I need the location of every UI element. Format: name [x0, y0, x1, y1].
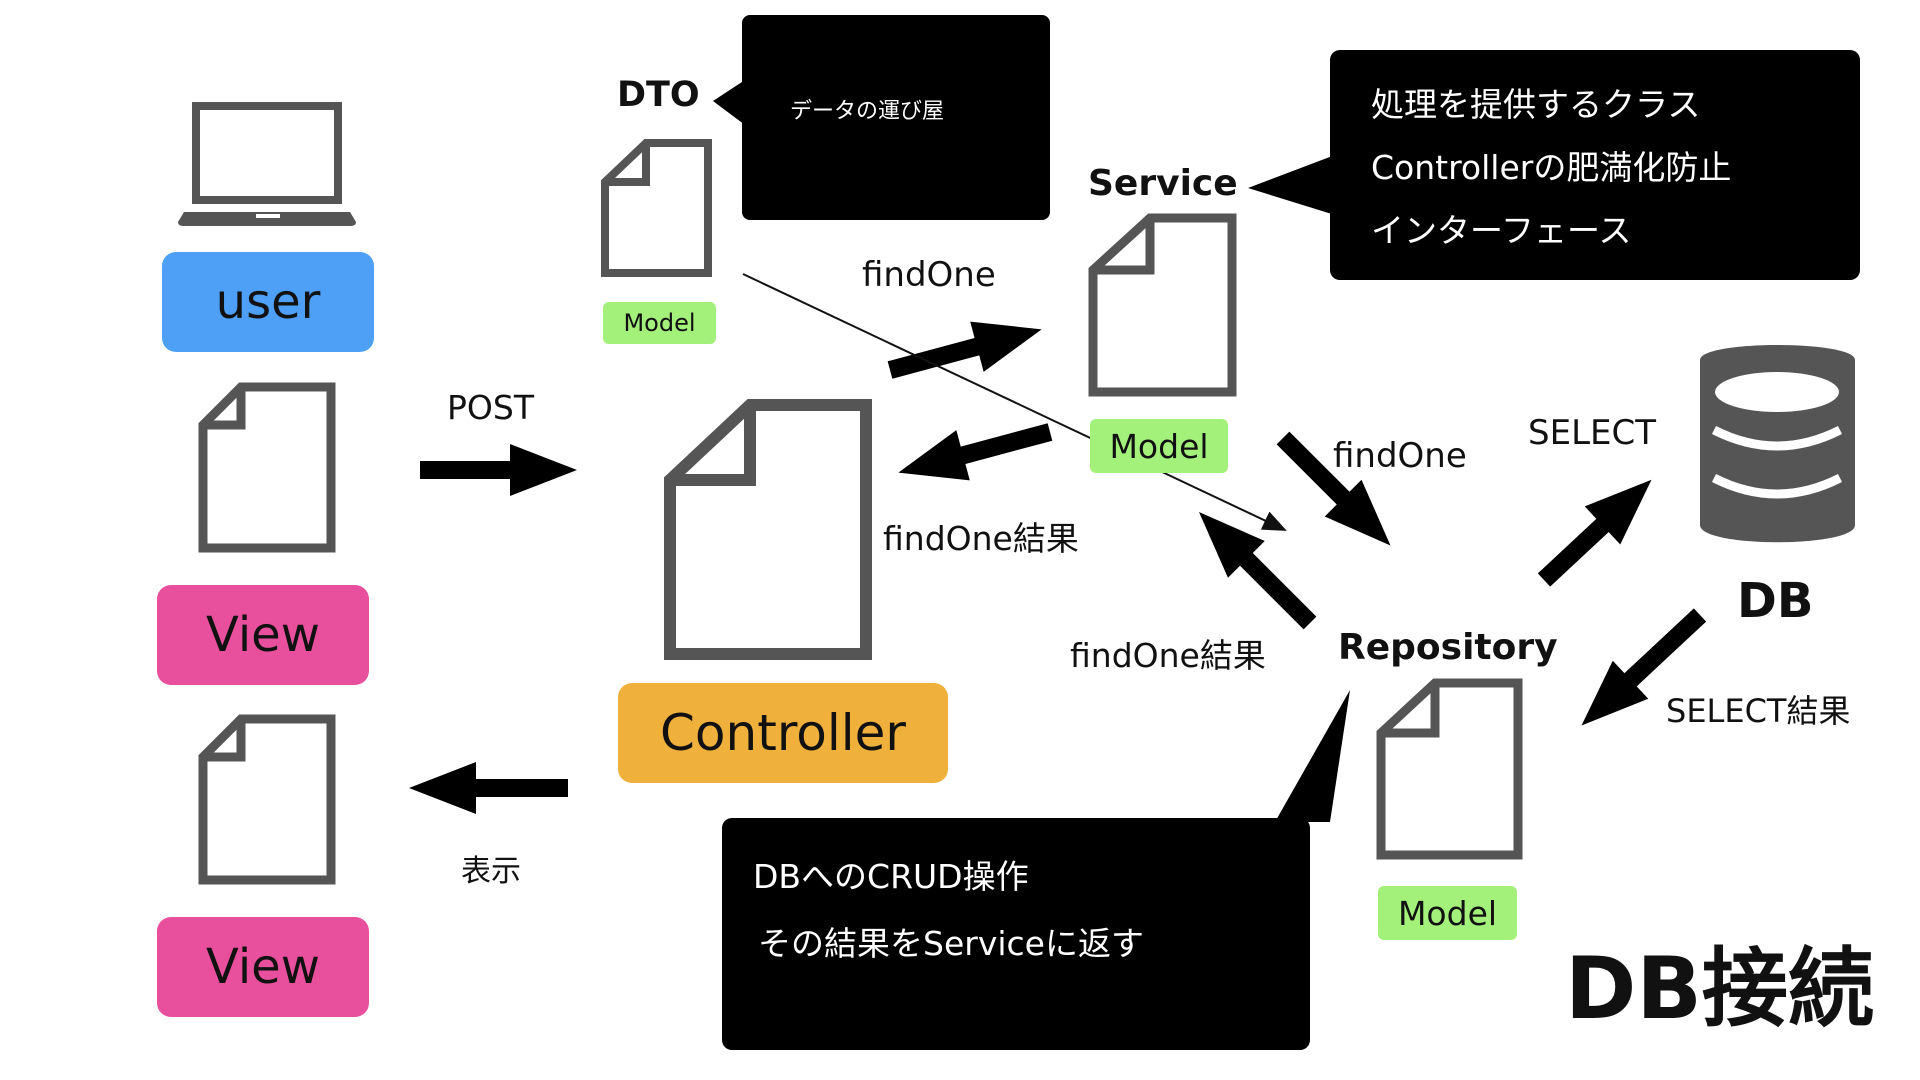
service-document-icon — [1088, 213, 1237, 397]
dto-title: DTO — [617, 75, 700, 115]
findone-result-to-controller-arrow-icon — [898, 423, 1053, 481]
post-arrow-icon — [420, 444, 577, 496]
dto-model-tag: Model — [603, 302, 716, 344]
view-top-node: View — [157, 585, 369, 685]
findone-to-repository-label: findOne — [1333, 436, 1467, 476]
findone-result-to-controller-label: findOne結果 — [883, 519, 1079, 558]
controller-document-icon — [664, 399, 872, 660]
repository-callout-line-1: DBへのCRUD操作 — [753, 857, 1029, 896]
service-callout-line-3: インターフェース — [1371, 211, 1632, 250]
view-bottom-document-icon — [198, 714, 336, 885]
display-label: 表示 — [461, 854, 521, 889]
findone-to-repository-arrow-icon — [1276, 431, 1391, 546]
service-title: Service — [1088, 163, 1238, 204]
post-label: POST — [447, 388, 534, 427]
select-label: SELECT — [1528, 413, 1656, 453]
dto-document-icon — [601, 139, 712, 277]
database-icon — [1700, 345, 1855, 543]
display-arrow-icon — [409, 762, 568, 814]
findone-result-to-service-arrow-icon — [1198, 511, 1317, 630]
user-node: user — [162, 252, 374, 352]
findone-result-to-service-label: findOne結果 — [1070, 636, 1266, 675]
service-callout-box — [1248, 50, 1860, 280]
repository-title: Repository — [1338, 627, 1558, 668]
dto-callout-text: データの運び屋 — [790, 99, 945, 124]
repository-callout-line-2: その結果をServiceに返す — [758, 924, 1144, 963]
page-title: DB接続 — [1565, 939, 1874, 1039]
repository-callout-box — [722, 690, 1350, 1050]
select-result-label: SELECT結果 — [1666, 692, 1851, 730]
repository-model-tag: Model — [1378, 886, 1517, 940]
view-top-document-icon — [198, 382, 336, 553]
laptop-icon — [178, 102, 356, 226]
service-callout-line-2: Controllerの肥満化防止 — [1371, 148, 1732, 187]
service-callout-line-1: 処理を提供するクラス — [1371, 85, 1701, 124]
db-title: DB — [1737, 573, 1814, 629]
findone-to-service-label: findOne — [862, 255, 996, 295]
dto-callout-box — [713, 15, 1050, 220]
dto-connector-line — [742, 273, 1287, 531]
select-result-arrow-icon — [1581, 608, 1707, 726]
findone-to-service-arrow-icon — [887, 321, 1042, 379]
select-arrow-icon — [1537, 479, 1652, 587]
controller-node: Controller — [618, 683, 948, 783]
service-model-tag: Model — [1090, 419, 1228, 473]
view-bottom-node: View — [157, 917, 369, 1017]
repository-document-icon — [1376, 678, 1523, 860]
